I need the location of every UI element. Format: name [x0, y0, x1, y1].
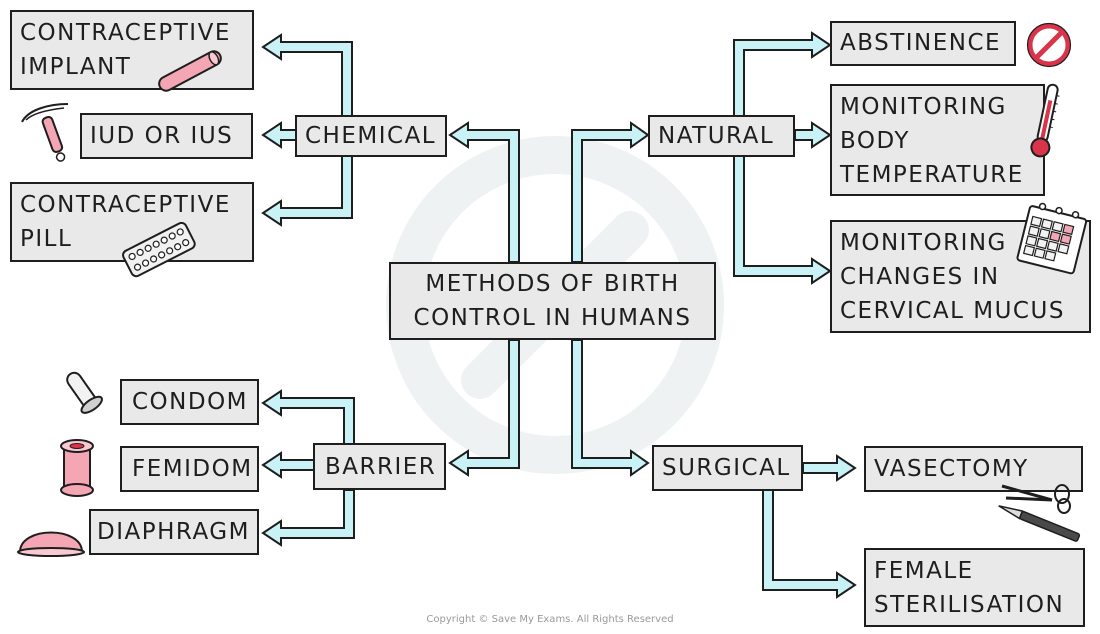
sterilisation-line2: STERILISATION: [874, 592, 1065, 618]
implant-line2: IMPLANT: [20, 54, 132, 80]
implant-icon: [158, 50, 222, 92]
femidom-icon: [60, 439, 94, 497]
category-surgical: SURGICAL: [652, 445, 803, 491]
pill-line2: PILL: [20, 226, 73, 252]
scissors-scalpel-icon: [998, 484, 1081, 542]
copyright-notice: Copyright © Save My Exams. All Rights Re…: [426, 614, 674, 625]
iud-icon: [21, 103, 69, 162]
method-female-sterilisation: FEMALE STERILISATION: [864, 548, 1085, 627]
sterilisation-line1: FEMALE: [874, 558, 974, 584]
method-abstinence: ABSTINENCE: [830, 21, 1016, 66]
arrow-chemical-to-iud: [261, 121, 298, 149]
center-title-line2: CONTROL IN HUMANS: [413, 305, 692, 331]
method-femidom: FEMIDOM: [120, 446, 259, 492]
method-vasectomy: VASECTOMY: [864, 446, 1083, 492]
implant-line1: CONTRACEPTIVE: [20, 20, 231, 46]
arrow-barrier-to-femidom: [261, 451, 318, 479]
method-monitoring-body-temperature: MONITORING BODY TEMPERATURE: [830, 84, 1045, 196]
method-diaphragm: DIAPHRAGM: [89, 509, 259, 555]
mucus-line2: CHANGES IN: [840, 264, 1000, 290]
pill-line1: CONTRACEPTIVE: [20, 192, 231, 218]
temperature-line3: TEMPERATURE: [840, 162, 1024, 188]
method-condom: CONDOM: [120, 379, 259, 425]
no-entry-icon: [1026, 22, 1072, 68]
arrow-center-to-natural: [571, 121, 650, 263]
method-contraceptive-implant: CONTRACEPTIVE IMPLANT: [10, 10, 254, 90]
method-iud-or-ius: IUD OR IUS: [80, 113, 253, 159]
arrow-chemical-to-pill: [261, 153, 353, 227]
arrow-center-to-barrier: [448, 339, 520, 477]
category-natural: NATURAL: [648, 115, 795, 157]
arrow-surgical-to-sterilisation: [762, 489, 857, 599]
pill-pack-icon: [122, 222, 196, 278]
mucus-line1: MONITORING: [840, 230, 1007, 256]
thermometer-icon: [1030, 83, 1060, 158]
arrow-center-to-surgical: [571, 339, 650, 477]
center-box: METHODS OF BIRTH CONTROL IN HUMANS: [389, 262, 716, 340]
temperature-line2: BODY: [840, 128, 910, 154]
arrow-natural-to-abstinence: [733, 31, 832, 118]
mucus-line3: CERVICAL MUCUS: [840, 298, 1065, 324]
arrow-surgical-to-vasectomy: [802, 454, 857, 482]
arrow-chemical-to-implant: [261, 33, 353, 118]
calendar-icon: [1016, 202, 1088, 275]
arrow-barrier-to-diaphragm: [261, 489, 355, 547]
temperature-line1: MONITORING: [840, 94, 1007, 120]
diaphragm-icon: [17, 531, 85, 557]
arrow-center-to-chemical: [448, 121, 520, 263]
arrow-barrier-to-condom: [261, 389, 355, 446]
arrow-natural-to-mucus: [733, 155, 832, 285]
category-barrier: BARRIER: [313, 443, 446, 490]
condom-icon: [66, 371, 103, 414]
category-chemical: CHEMICAL: [295, 115, 447, 157]
arrow-natural-to-temperature: [794, 121, 832, 149]
center-title-line1: METHODS OF BIRTH: [425, 271, 680, 297]
